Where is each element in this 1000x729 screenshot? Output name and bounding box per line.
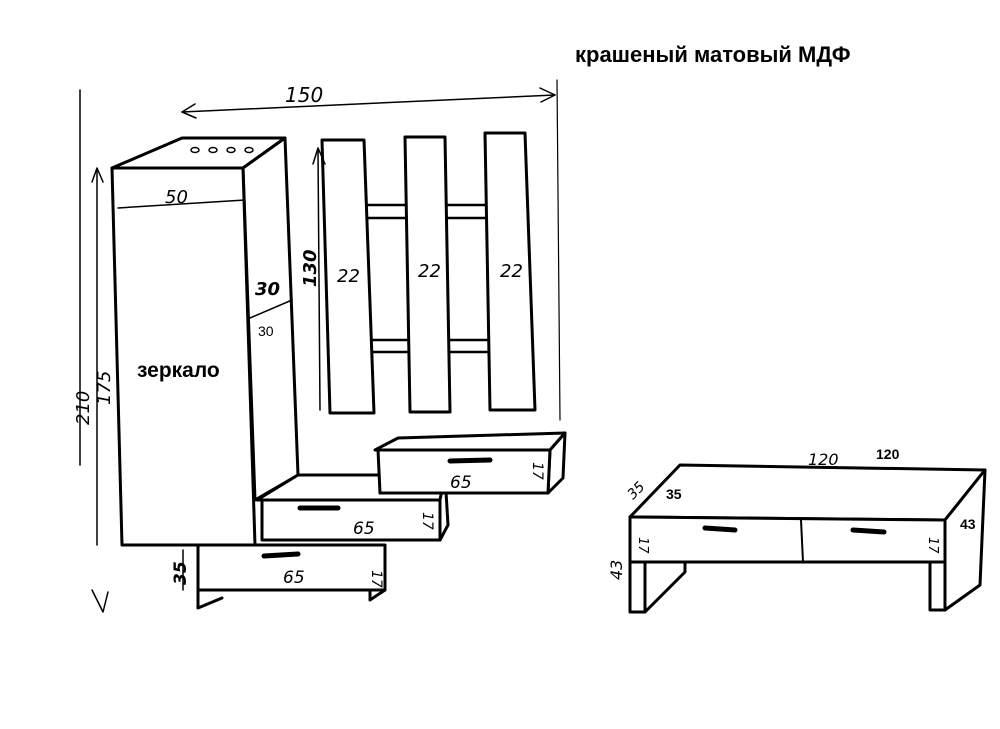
rack-board [483, 131, 537, 412]
table-height-hand-label: 43 [607, 560, 626, 580]
plinth-drawer-handle [261, 551, 301, 559]
table-width-typed-label: 120 [876, 446, 900, 462]
table-depth-hand-label: 35 [625, 479, 649, 503]
wardrobe: 50 30 30 зеркало [110, 136, 300, 547]
wardrobe-width-label: 50 [165, 187, 188, 208]
middle-drawer-width-label: 65 [353, 519, 375, 539]
upper-drawer-height-label: 17 [529, 462, 545, 480]
wardrobe-depth-typed-label: 30 [258, 323, 274, 339]
mirror-label: зеркало [137, 359, 220, 382]
hanger-rack: 22 22 22 130 [300, 131, 537, 415]
rack-height-label: 130 [300, 249, 321, 287]
top-holes [190, 146, 254, 154]
height-total-label: 210 [73, 391, 94, 425]
coffee-table: 120 120 35 35 43 43 17 17 [607, 446, 987, 614]
table-drawer-handle [850, 527, 887, 535]
middle-drawer-height-label: 17 [419, 512, 435, 530]
overall-width-label: 150 [285, 83, 323, 107]
overall-width-dimension: 150 [181, 79, 561, 421]
rack-board [403, 135, 452, 414]
plinth-height-label: 35 [171, 561, 191, 585]
table-drawer-handle [702, 525, 738, 533]
plinth-drawer-width-label: 65 [283, 568, 305, 588]
upper-drawer-width-label: 65 [450, 473, 472, 493]
rack-board-label: 22 [337, 266, 360, 287]
table-width-hand-label: 120 [808, 450, 839, 469]
table-drawer-height-label: 17 [925, 537, 940, 554]
rack-board-label: 22 [500, 261, 523, 282]
upper-drawer-handle [447, 457, 493, 464]
wardrobe-height-dimension: 210 175 [73, 89, 115, 613]
rack-board-label: 22 [418, 261, 441, 282]
wardrobe-depth-label: 30 [255, 279, 280, 300]
title: крашеный матовый МДФ [575, 42, 851, 67]
height-body-label: 175 [94, 371, 115, 405]
upper-drawer: 65 17 [373, 431, 567, 495]
rack-board [320, 138, 376, 415]
table-height-typed-label: 43 [960, 516, 976, 532]
table-depth-typed-label: 35 [666, 486, 682, 502]
plinth-drawer-height-label: 17 [368, 570, 384, 588]
plinth-drawer: 65 17 35 [171, 543, 387, 610]
table-drawer-height-label: 17 [635, 537, 650, 554]
